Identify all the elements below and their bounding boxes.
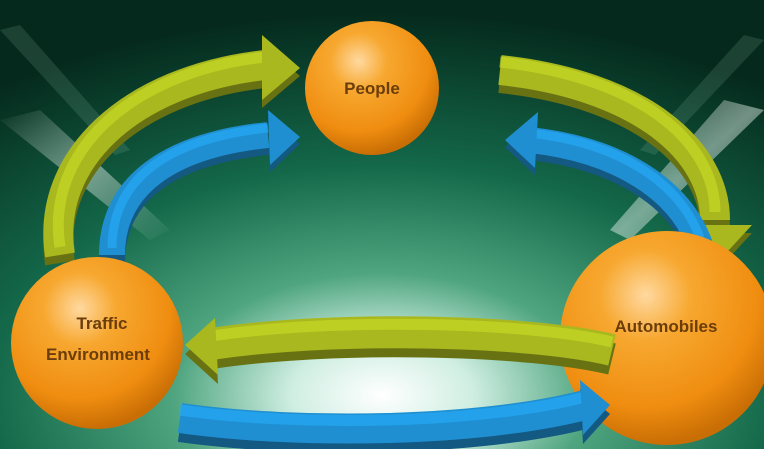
arrow-highlight: [52, 51, 266, 248]
arrow-body: [202, 316, 616, 366]
arrow-traffic-environment-to-automobiles: [177, 380, 610, 449]
traffic-environment-label-line-1: Traffic: [76, 314, 127, 333]
traffic-environment-orb: [11, 257, 183, 429]
arrowhead: [262, 35, 300, 100]
automobiles-orb: [560, 231, 764, 445]
node-automobiles: Automobiles: [560, 231, 764, 445]
arrow-body: [177, 390, 589, 444]
people-label: People: [344, 79, 400, 98]
arrow-automobiles-to-traffic-environment: [185, 316, 616, 384]
arrowhead: [505, 112, 538, 168]
arrowhead: [268, 110, 300, 165]
arrow-highlight: [529, 128, 705, 240]
node-people: People: [305, 21, 439, 155]
arrow-highlight: [179, 391, 587, 427]
arrow-highlight: [499, 56, 721, 213]
arrows-layer: [43, 35, 752, 273]
traffic-environment-label-line-2: Environment: [46, 345, 150, 364]
arrowhead: [185, 318, 218, 375]
arrow-traffic-environment-to-people: [43, 35, 300, 266]
node-traffic-environment: Traffic Environment: [11, 257, 183, 429]
arrow-highlight: [107, 123, 269, 249]
arrow-people-to-traffic-environment: [99, 110, 300, 263]
people-orb: [305, 21, 439, 155]
arrowhead: [580, 380, 610, 435]
front-arrows-layer: [177, 316, 616, 449]
automobiles-label: Automobiles: [615, 317, 718, 336]
arrow-automobiles-to-people: [505, 112, 713, 257]
arrow-highlight: [204, 318, 614, 348]
